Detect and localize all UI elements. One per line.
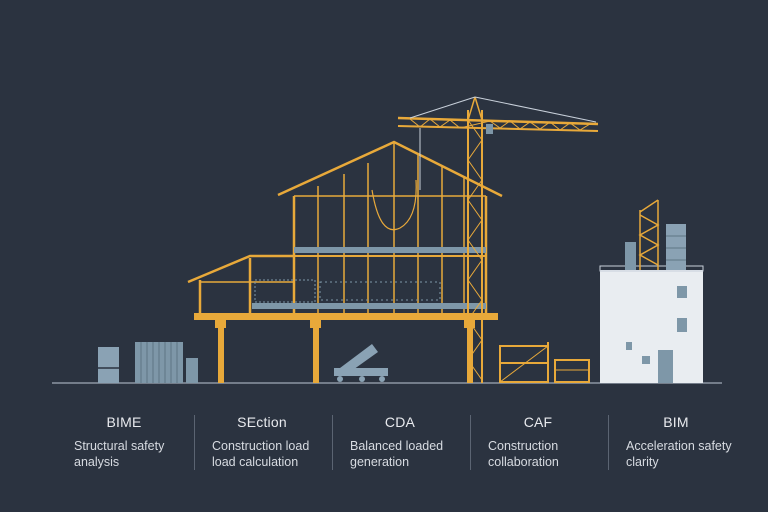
category-column-4: CAF Construction collaboration <box>470 405 608 480</box>
column-divider <box>332 415 333 470</box>
roof-tower-left <box>625 242 636 270</box>
category-description: Structural safety analysis <box>74 439 165 469</box>
lower-floor-slab <box>252 303 486 309</box>
category-title: CDA <box>384 414 416 430</box>
column-divider <box>194 415 195 470</box>
category-description: Balanced loaded generation <box>350 439 444 469</box>
column-divider <box>608 415 609 470</box>
crane-hook <box>486 124 493 134</box>
house-frame <box>187 140 503 316</box>
support-posts <box>215 320 475 383</box>
tower-crane <box>397 96 599 383</box>
category-title: SEction <box>237 414 287 430</box>
category-column-3: CDA Balanced loaded generation <box>332 405 470 480</box>
white-building <box>599 265 704 383</box>
window-grid <box>254 279 441 303</box>
roof-tower-right <box>666 224 686 270</box>
category-description: Construction collaboration <box>488 439 559 469</box>
deck-beam <box>194 313 498 320</box>
loader-machine <box>334 344 388 382</box>
category-title: CAF <box>523 414 553 430</box>
category-labels: BIME Structural safety analysis SEction … <box>52 405 732 480</box>
material-stack-left <box>98 347 119 383</box>
category-description: Acceleration safety clarity <box>626 439 732 469</box>
construction-illustration <box>52 96 722 384</box>
category-column-1: BIME Structural safety analysis <box>52 405 194 480</box>
panel-stack <box>135 342 198 383</box>
scaffold <box>499 342 590 383</box>
category-column-5: BIM Acceleration safety clarity <box>608 405 746 480</box>
upper-floor-slab <box>294 247 486 253</box>
roof-crane <box>638 199 660 270</box>
category-title: BIM <box>663 414 689 430</box>
category-title: BIME <box>106 414 142 430</box>
category-column-2: SEction Construction load load calculati… <box>194 405 332 480</box>
column-divider <box>470 415 471 470</box>
category-description: Construction load load calculation <box>212 439 310 469</box>
